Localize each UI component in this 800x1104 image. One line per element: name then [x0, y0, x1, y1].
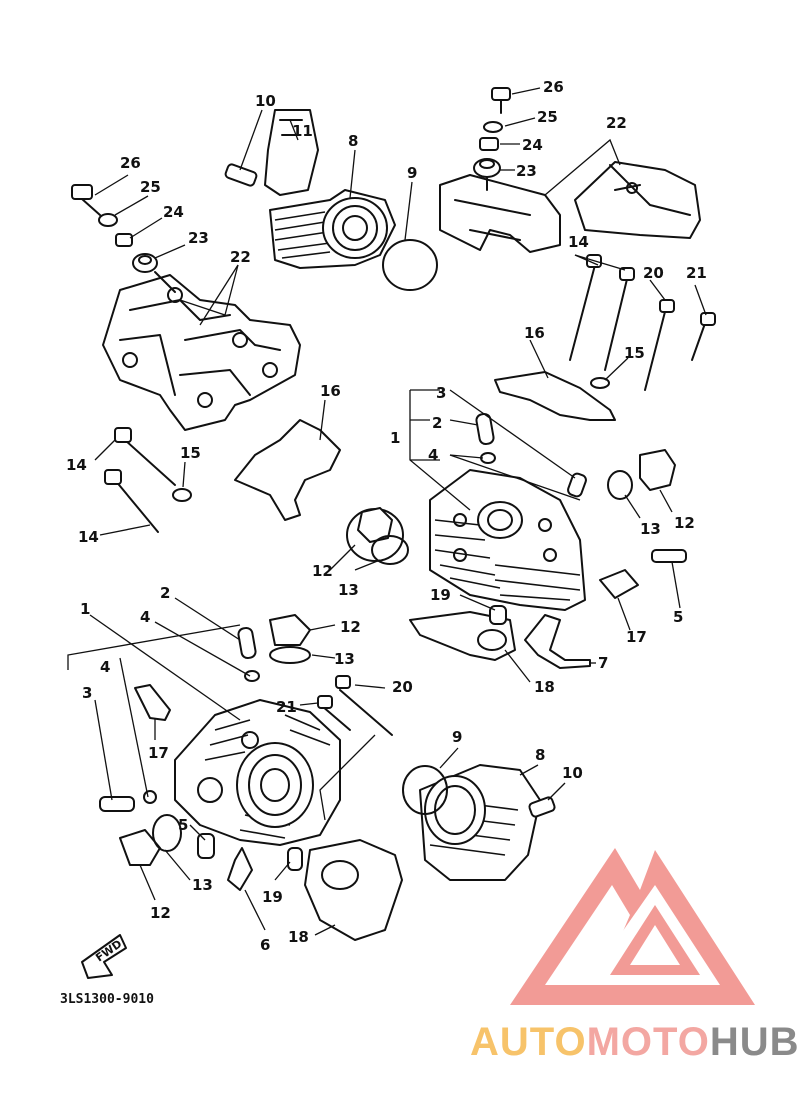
o-ring-9-top [382, 239, 438, 291]
callout-20-left: 20 [392, 678, 413, 696]
callout-23-right: 23 [516, 162, 537, 180]
callout-20-right: 20 [643, 264, 664, 282]
filler-cap-left [346, 507, 409, 565]
callout-26-right: 26 [543, 78, 564, 96]
callout-18-left: 18 [288, 928, 309, 946]
callout-13-left: 13 [192, 876, 213, 894]
fwd-arrow-icon: FWD [81, 934, 127, 979]
callout-16-left: 16 [320, 382, 341, 400]
bolt-stack-right [473, 87, 511, 191]
callout-14-left-b: 14 [78, 528, 99, 546]
callout-24-left: 24 [163, 203, 184, 221]
callout-9-bottom: 9 [452, 728, 462, 746]
callout-22-right: 22 [606, 114, 627, 132]
callout-23-left: 23 [188, 229, 209, 247]
callout-12-front: 12 [340, 618, 361, 636]
callout-12-right: 12 [674, 514, 695, 532]
watermark-auto: AUTO [470, 1020, 587, 1064]
callout-17-right: 17 [626, 628, 647, 646]
callout-6: 6 [260, 936, 270, 954]
intake-manifold-top [224, 109, 396, 269]
rocker-plate-left [234, 419, 341, 521]
intake-manifold-bottom [402, 764, 556, 881]
callout-1-right: 1 [390, 429, 400, 447]
callout-12-left: 12 [150, 904, 171, 922]
callout-17-left: 17 [148, 744, 169, 762]
head-cover-right-top [439, 161, 701, 253]
callout-26-left: 26 [120, 154, 141, 172]
callout-16-right: 16 [524, 324, 545, 342]
callout-8-bottom: 8 [535, 746, 545, 764]
callout-21-left: 21 [276, 698, 297, 716]
callout-7: 7 [598, 654, 608, 672]
diagram-code: 3LS1300-9010 [60, 992, 154, 1007]
callout-9-top: 9 [407, 164, 417, 182]
callout-13-mid: 13 [338, 581, 359, 599]
callout-8-top: 8 [348, 132, 358, 150]
callout-22-left: 22 [230, 248, 251, 266]
callout-4-left-b: 4 [100, 658, 110, 676]
callouts: 10 11 8 9 26 25 24 23 22 26 25 24 23 22 … [66, 78, 707, 954]
callout-1-left: 1 [80, 600, 90, 618]
callout-14-left-a: 14 [66, 456, 87, 474]
callout-11: 11 [292, 122, 313, 140]
small-parts-front [99, 614, 403, 941]
callout-13-right: 13 [640, 520, 661, 538]
gasket-pipe-right [409, 605, 591, 669]
callout-18-right: 18 [534, 678, 555, 696]
watermark-logo [510, 848, 755, 1005]
callout-5-left: 5 [178, 816, 188, 834]
callout-2-right: 2 [432, 414, 442, 432]
callout-13-front: 13 [334, 650, 355, 668]
callout-14-right: 14 [568, 233, 589, 251]
callout-19-left: 19 [262, 888, 283, 906]
callout-25-left: 25 [140, 178, 161, 196]
leader-lines [67, 87, 707, 936]
callout-15-left: 15 [180, 444, 201, 462]
callout-24-right: 24 [522, 136, 543, 154]
callout-3-left: 3 [82, 684, 92, 702]
watermark-moto: MOTO [587, 1020, 710, 1064]
callout-10-bottom: 10 [562, 764, 583, 782]
valve-parts-right [475, 412, 687, 599]
fwd-label: FWD [93, 937, 124, 964]
callout-2-left: 2 [160, 584, 170, 602]
long-bolts-right [569, 254, 716, 391]
callout-12-mid: 12 [312, 562, 333, 580]
callout-15-right: 15 [624, 344, 645, 362]
callout-10-top: 10 [255, 92, 276, 110]
watermark-hub: HUB [710, 1020, 800, 1064]
callout-19-right: 19 [430, 586, 451, 604]
bolt-stack-left [71, 184, 176, 293]
watermark-text: AUTOMOTOHUB [470, 1020, 800, 1064]
callout-21-right: 21 [686, 264, 707, 282]
callout-5-right: 5 [673, 608, 683, 626]
callout-3-right: 3 [436, 384, 446, 402]
cylinder-head-rear [429, 469, 586, 611]
head-cover-left [102, 274, 301, 431]
bolts-left [104, 427, 192, 533]
cylinder-head-front [174, 699, 341, 846]
callout-25-right: 25 [537, 108, 558, 126]
callout-4-left-a: 4 [140, 608, 150, 626]
rocker-plate-right [494, 371, 616, 421]
callout-4-right: 4 [428, 446, 438, 464]
